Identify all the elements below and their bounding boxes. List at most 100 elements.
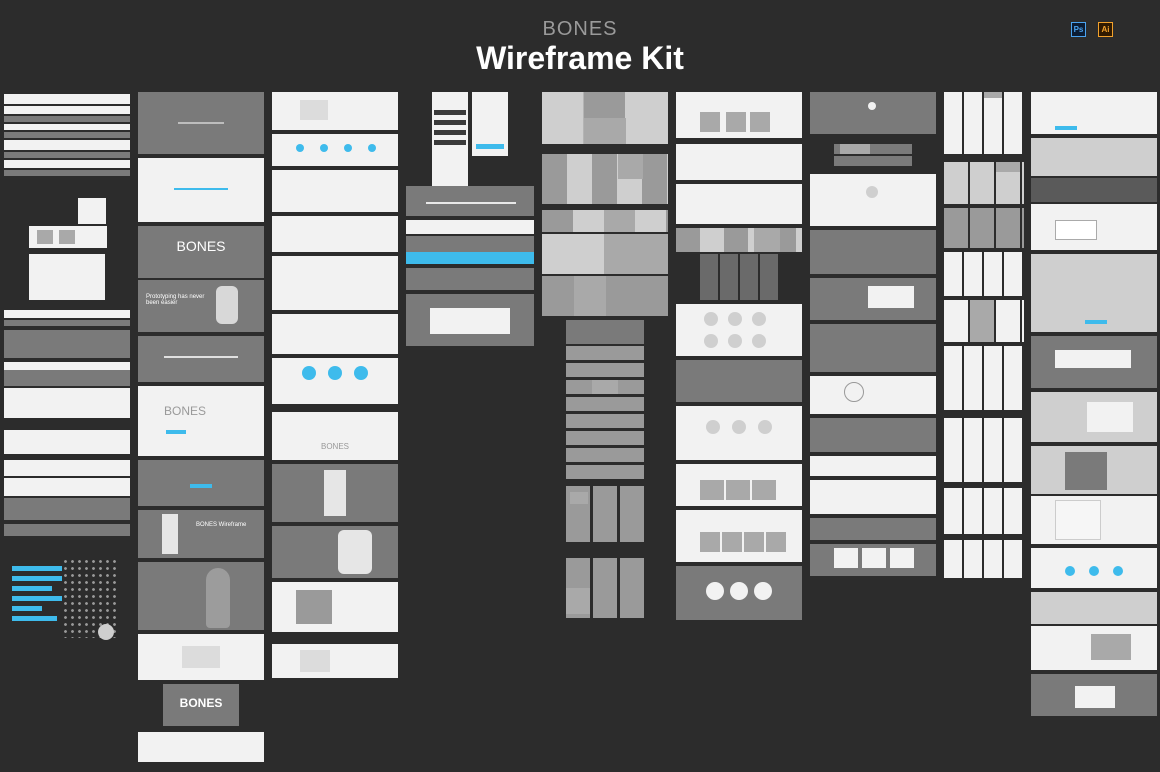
- service-grid-thumb: [676, 228, 802, 252]
- feature-icons-thumb: [272, 134, 398, 166]
- hero-bottom-thumb: [138, 732, 264, 762]
- tablet-thumb: [272, 526, 398, 578]
- mobile-app-thumb: [272, 464, 398, 522]
- footer-thumb: [4, 524, 130, 536]
- team-circles-thumb: [676, 566, 802, 620]
- browser-thumb: BONES: [272, 412, 398, 460]
- contact-dark-thumb: [1031, 178, 1157, 202]
- section-thumb: [4, 388, 130, 418]
- kit-title: Wireframe Kit: [476, 40, 684, 76]
- timeline-thumb: [810, 278, 936, 320]
- hero-bones-small-thumb: BONES: [163, 684, 239, 726]
- testimonial-thumb: [810, 230, 936, 274]
- navbar-thumb: [4, 310, 130, 318]
- navbar-thumb: [4, 152, 130, 158]
- navbar-thumb: [4, 124, 130, 130]
- pricing-thumb: [944, 540, 1024, 578]
- cards-thumb: [810, 544, 936, 576]
- testimonial-thumb: [810, 418, 936, 452]
- subscribe-thumb: [406, 268, 534, 290]
- avatar-placeholder: [98, 624, 114, 640]
- login-form-thumb: [432, 92, 468, 186]
- hero-text-thumb: [138, 336, 264, 382]
- hero-watch-thumb: Prototyping has never been easier: [138, 280, 264, 332]
- services-blue-thumb: [676, 464, 802, 506]
- sidebar-menu-thumb: [29, 226, 107, 248]
- bones-logo-text: BONES: [164, 404, 207, 418]
- hero-cta-thumb: [138, 460, 264, 506]
- photoshop-icon: Ps: [1071, 22, 1086, 37]
- contact-thumb: [1031, 496, 1157, 544]
- feature-icons-thumb: [272, 314, 398, 354]
- dropdown-list-thumb: [29, 254, 105, 300]
- contact-form-thumb: [406, 294, 534, 346]
- hero-headline: BONES Wireframe: [196, 522, 247, 528]
- gallery-grid-thumb: [542, 154, 668, 204]
- bones-logo-text: BONES: [179, 696, 223, 710]
- gallery-grid-thumb: [542, 210, 668, 232]
- map-thumb: [1031, 392, 1157, 442]
- map-thumb: [1031, 592, 1157, 624]
- navbar-thumb: [4, 140, 130, 150]
- footer-thumb: [4, 498, 130, 520]
- hero-logo-thumb: BONES: [138, 386, 264, 456]
- navbar-thumb: [4, 320, 130, 326]
- kit-subtitle: BONES: [542, 18, 618, 40]
- pricing-thumb: [944, 208, 1024, 248]
- hero-white-thumb: [138, 158, 264, 222]
- hero-thumb: [4, 330, 130, 358]
- signup-form-thumb: [472, 92, 508, 156]
- navbar-thumb: [4, 132, 130, 138]
- list-thumb: [810, 480, 936, 514]
- list-thumb: [810, 518, 936, 540]
- stats-thumb: [676, 360, 802, 402]
- navbar-thumb: [4, 106, 130, 114]
- map-thumb: [1031, 138, 1157, 176]
- footer-thumb: [1031, 674, 1157, 716]
- hero-slider-thumb: [138, 92, 264, 154]
- feature-thumb: [272, 92, 398, 130]
- image-text-thumb: [272, 582, 398, 632]
- team-thumb: [676, 510, 802, 562]
- testimonial-thumb: [810, 324, 936, 372]
- logo-circle-thumb: [810, 376, 936, 414]
- hero-frame-thumb: [138, 634, 264, 680]
- footer-thumb: [4, 478, 130, 496]
- testimonial-thumb: [810, 174, 936, 226]
- stats-thumb: [676, 406, 802, 460]
- browser-thumb: [272, 644, 398, 678]
- gallery-grid-thumb: [542, 92, 668, 144]
- gallery-sm-thumb: [566, 486, 644, 542]
- gallery-sm-thumb: [566, 346, 644, 482]
- service-thumb: [676, 144, 802, 180]
- service-thumb: [676, 184, 802, 224]
- bones-logo-text: BONES: [320, 442, 349, 451]
- cta-bar-thumb: [406, 252, 534, 264]
- feature-icons-thumb: [272, 216, 398, 252]
- contact-form-thumb: [1031, 336, 1157, 388]
- contact-thumb: [1031, 626, 1157, 670]
- newsletter-thumb: [406, 236, 534, 252]
- feature-icons-thumb: [272, 170, 398, 212]
- map-thumb: [1031, 446, 1157, 494]
- pricing-thumb: [944, 92, 1024, 154]
- newsletter-thumb: [406, 186, 534, 216]
- hero-person-thumb: [138, 562, 264, 630]
- chat-thumb: [834, 144, 912, 168]
- features-blue-thumb: [1031, 548, 1157, 588]
- testimonial-thumb: [810, 92, 936, 134]
- service-thumb: [676, 92, 802, 138]
- section-thumb: [4, 460, 130, 476]
- stats-thumb: [676, 304, 802, 356]
- hero-phone-thumb: BONES Wireframe: [138, 510, 264, 558]
- contact-form-thumb: [1031, 204, 1157, 250]
- hero-bones-thumb: BONES: [138, 226, 264, 278]
- feature-icons-thumb: [272, 256, 398, 310]
- pricing-thumb: [944, 300, 1024, 342]
- bones-logo-text: BONES: [176, 238, 226, 254]
- pricing-thumb: [944, 162, 1024, 204]
- gallery-sm-thumb: [566, 320, 644, 344]
- service-grid-thumb: [700, 254, 778, 300]
- pricing-thumb: [944, 418, 1024, 482]
- newsletter-thumb: [406, 220, 534, 234]
